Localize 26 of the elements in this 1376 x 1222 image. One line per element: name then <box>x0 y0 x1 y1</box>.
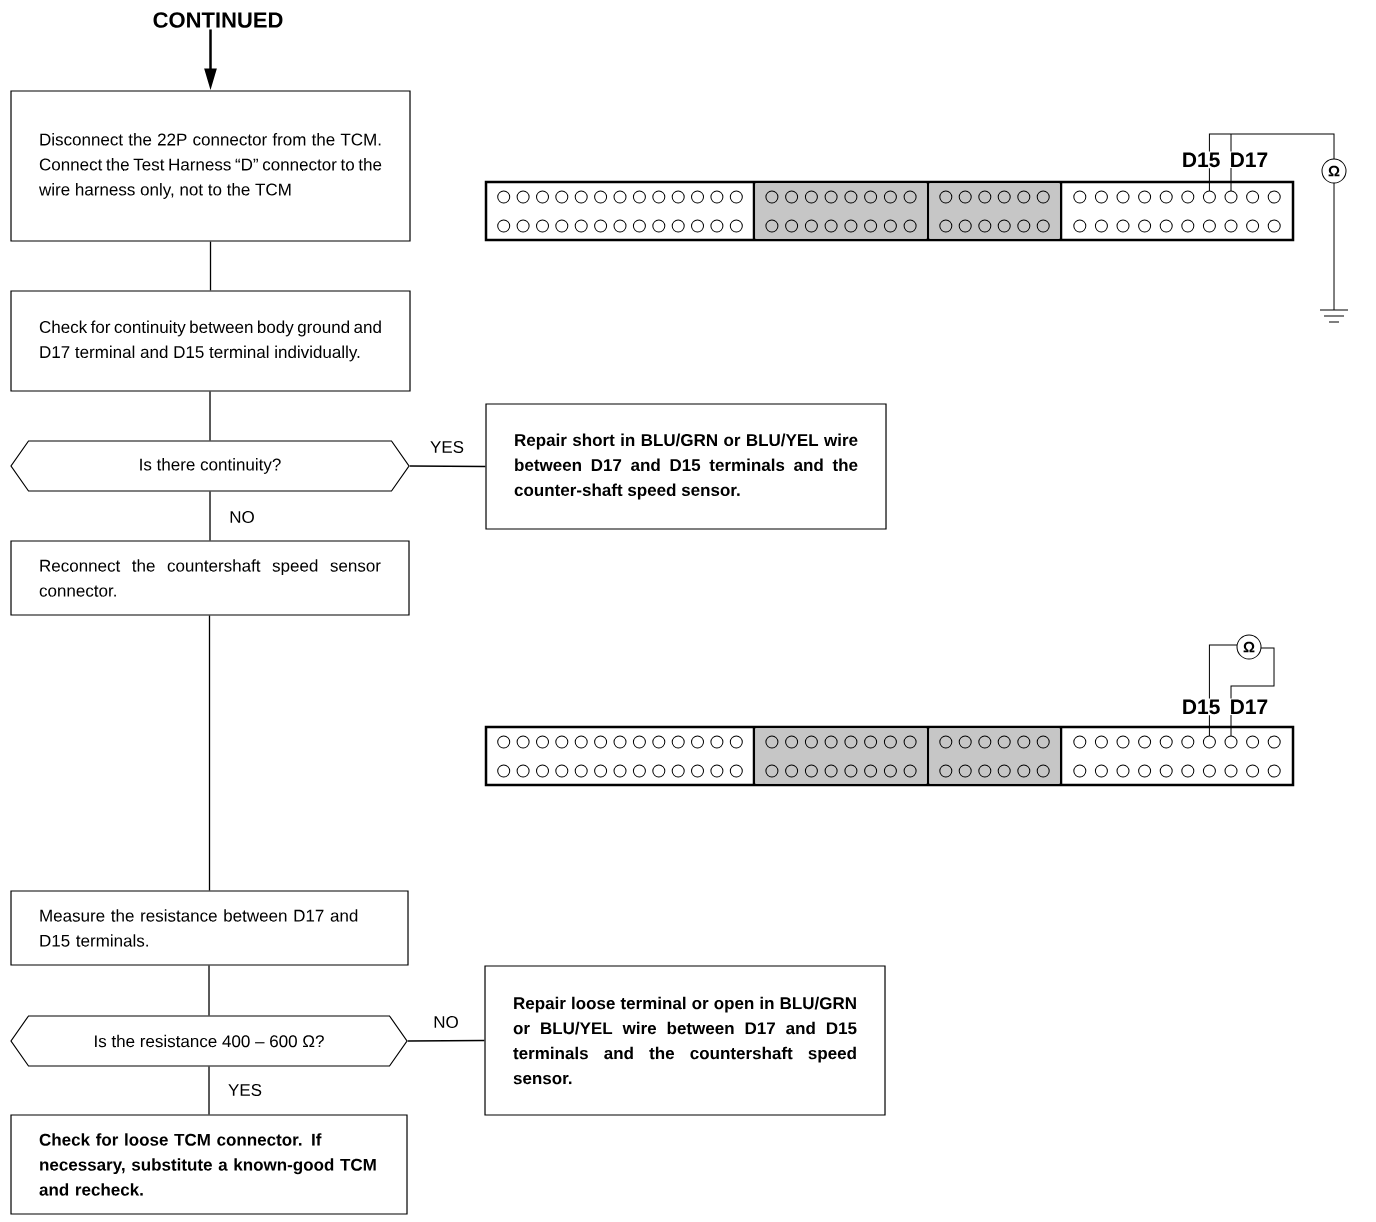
edge-label: NO <box>434 1016 458 1028</box>
pin-label: D15 <box>1180 698 1222 716</box>
edge-label: YES <box>430 441 464 453</box>
process-box: Check for loose TCM connector. If necessary, substitute a known-good TCM and recheck. <box>10 1114 408 1215</box>
pin-label: D17 <box>1228 698 1270 715</box>
connector-line <box>209 490 211 542</box>
connector-line <box>209 240 212 292</box>
connector-line <box>208 614 211 892</box>
connector-line <box>208 1065 210 1116</box>
heading-text: CONTINUED <box>153 12 283 28</box>
edge-label: NO <box>230 511 254 523</box>
process-box: Measure the resistance between D17 and D15 terminals. <box>10 890 409 966</box>
pin-label: D15 <box>1180 151 1222 169</box>
decision-hexagon: Is there continuity? <box>10 440 410 492</box>
pin-label: D17 <box>1228 151 1270 168</box>
process-box: Repair loose terminal or open in BLU/GRN or BLU/YEL wire between D17 and D15 terminals and the countershaft speed sensor. <box>484 965 886 1116</box>
connector-line <box>407 1039 486 1042</box>
decision-hexagon: Is the resistance 400 – 600 Ω? <box>10 1015 408 1067</box>
connector-line <box>209 390 211 442</box>
edge-label: YES <box>228 1084 262 1096</box>
process-box: Disconnect the 22P connector from the TCM. Connect the Test Harness “D” connector to the wire harness only, not to the TCM <box>10 90 411 242</box>
process-box: Check for continuity between body ground and D17 terminal and D15 terminal individually. <box>10 290 411 392</box>
connector-line <box>409 465 487 468</box>
process-box: Reconnect the countershaft speed sensor connector. <box>10 540 410 616</box>
process-box: Repair short in BLU/GRN or BLU/YEL wire between D17 and D15 terminals and the counter-shaft speed sensor. <box>485 403 887 530</box>
connector-line <box>208 964 210 1017</box>
